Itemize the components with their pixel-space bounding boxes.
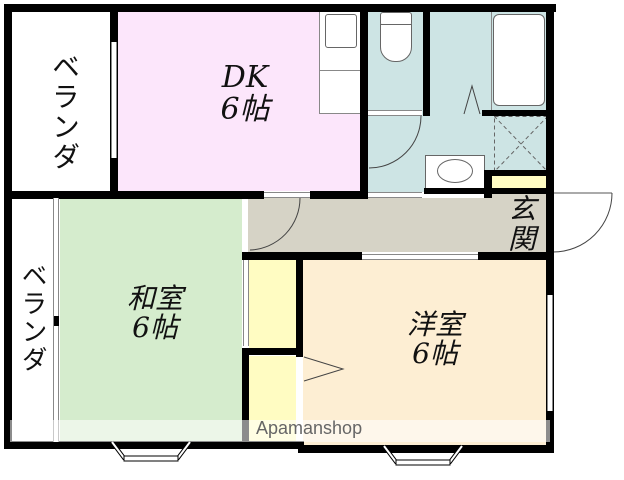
bathtub-icon <box>493 14 545 106</box>
genkan-label: 玄関 <box>504 194 537 254</box>
wall-left-bottom <box>4 190 12 444</box>
washitsu-room-name: 和室 <box>126 282 183 315</box>
window-dk-veranda <box>111 42 117 158</box>
toilet-icon <box>380 24 412 62</box>
washbasin-icon <box>437 159 473 183</box>
wall-left-top <box>4 4 12 200</box>
wall-washitsu-right <box>242 348 249 448</box>
sliding-door-dk <box>264 192 310 198</box>
genkan-shoe-closet <box>492 176 548 190</box>
door-swing-washroom <box>368 116 422 169</box>
closet-door-mark <box>303 356 345 382</box>
wall-veranda-post <box>54 316 59 326</box>
wall-hall-bottom-right <box>478 252 554 260</box>
window-yoshitsu-right <box>547 295 553 411</box>
wall-bath-bottom <box>482 110 554 116</box>
veranda-left-label: ベランダ <box>17 262 47 374</box>
veranda-top-area <box>12 10 110 190</box>
door-swing-hallway <box>249 198 301 251</box>
wall-toilet-right <box>423 4 430 116</box>
wall-closet-right <box>296 252 303 357</box>
wall-dk-right <box>360 4 368 198</box>
dk-label: DK 6帖 <box>190 62 300 125</box>
hallway <box>248 198 492 252</box>
yoshitsu-room-size: 6帖 <box>412 337 458 371</box>
window-washroom-bottom <box>368 192 422 198</box>
genkan-area <box>492 192 548 252</box>
bath-outline <box>491 10 547 116</box>
washing-machine-space <box>494 116 548 172</box>
washitsu-room <box>60 198 242 442</box>
watermark-band <box>10 420 550 442</box>
wall-closet-divider <box>242 348 302 355</box>
wall-washroom-bottom <box>484 170 554 176</box>
closet-upper <box>249 260 296 348</box>
veranda-left-area <box>12 198 54 442</box>
entrance-door-swing <box>552 192 613 253</box>
sliding-door-washitsu <box>243 260 249 346</box>
sliding-door-yoshitsu <box>362 254 478 260</box>
window-toilet-bottom <box>368 110 422 116</box>
washitsu-room-size: 6帖 <box>132 311 178 345</box>
wall-mid-horizontal-left <box>4 191 264 199</box>
bath-door-mark <box>463 84 481 115</box>
bay-window-washitsu <box>110 440 192 462</box>
bay-window-yoshitsu <box>382 444 464 466</box>
yoshitsu-room-name: 洋室 <box>406 308 463 341</box>
wall-top <box>4 4 556 12</box>
veranda-top-label: ベランダ <box>48 52 81 172</box>
wall-bottom-right <box>298 445 554 453</box>
kitchen-sink <box>325 14 357 48</box>
yoshitsu-room <box>303 260 548 446</box>
kitchen-divider <box>319 70 360 71</box>
wall-washroom-bottom-right <box>484 170 492 198</box>
washitsu-label: 和室 6帖 <box>100 284 210 343</box>
dk-room-size: 6帖 <box>220 91 270 127</box>
dk-room-name: DK <box>221 60 269 95</box>
wall-mid-horizontal-right <box>310 191 368 199</box>
wall-right <box>546 4 554 452</box>
watermark: Apamanshop <box>256 418 363 438</box>
wall-bottom-left <box>4 441 304 449</box>
yoshitsu-label: 洋室 6帖 <box>380 310 490 369</box>
